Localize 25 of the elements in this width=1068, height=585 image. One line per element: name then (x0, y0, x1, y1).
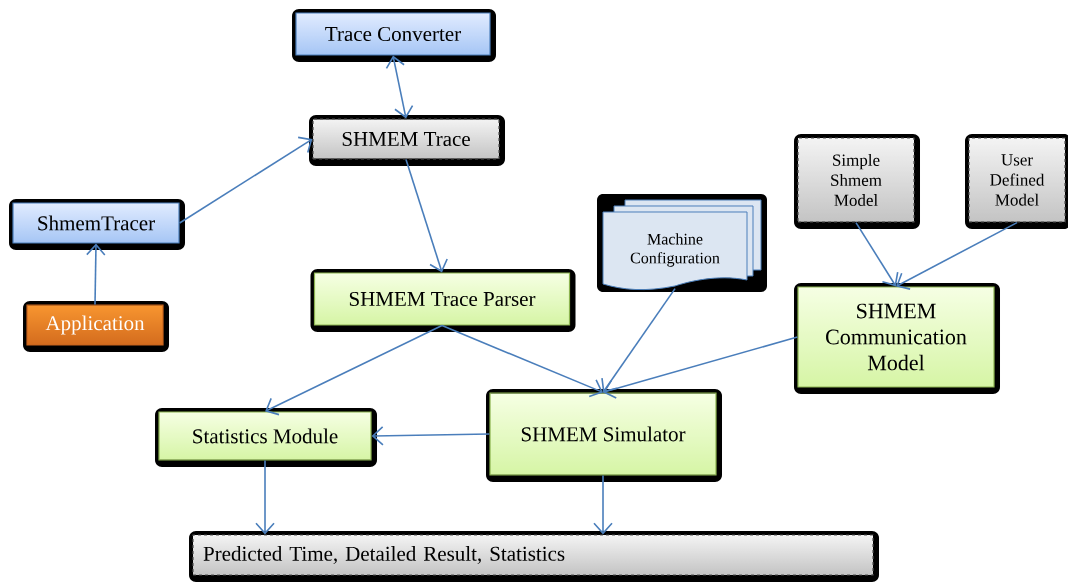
document-stack: Machine Configuration (597, 194, 767, 292)
module-box: SHMEM Communication Model (794, 283, 1000, 394)
module-box: SHMEM Trace Parser (310, 269, 576, 332)
data-box: User Defined Model (965, 134, 1068, 229)
arrow (371, 426, 491, 446)
arrow (855, 221, 899, 287)
arrow (178, 136, 313, 224)
module-box: Statistics Module (155, 408, 377, 467)
data-box: SHMEM Trace (309, 115, 505, 166)
module-box: SHMEM Simulator (486, 389, 722, 482)
arrow (265, 324, 443, 416)
arrow (255, 459, 275, 535)
process-box: ShmemTracer (9, 199, 185, 250)
process-box: Trace Converter (292, 9, 496, 62)
input-box: Application (23, 301, 169, 352)
arrow (593, 474, 613, 535)
arrow (603, 336, 799, 399)
arrow (601, 287, 676, 393)
arrow (385, 55, 414, 119)
arrow (441, 324, 603, 398)
data-box: Predicted Time, Detailed Result, Statistics (189, 531, 879, 582)
arrow (896, 221, 1018, 290)
arrow (86, 243, 106, 306)
arrow (405, 158, 448, 273)
data-box: Simple Shmem Model (794, 134, 920, 229)
